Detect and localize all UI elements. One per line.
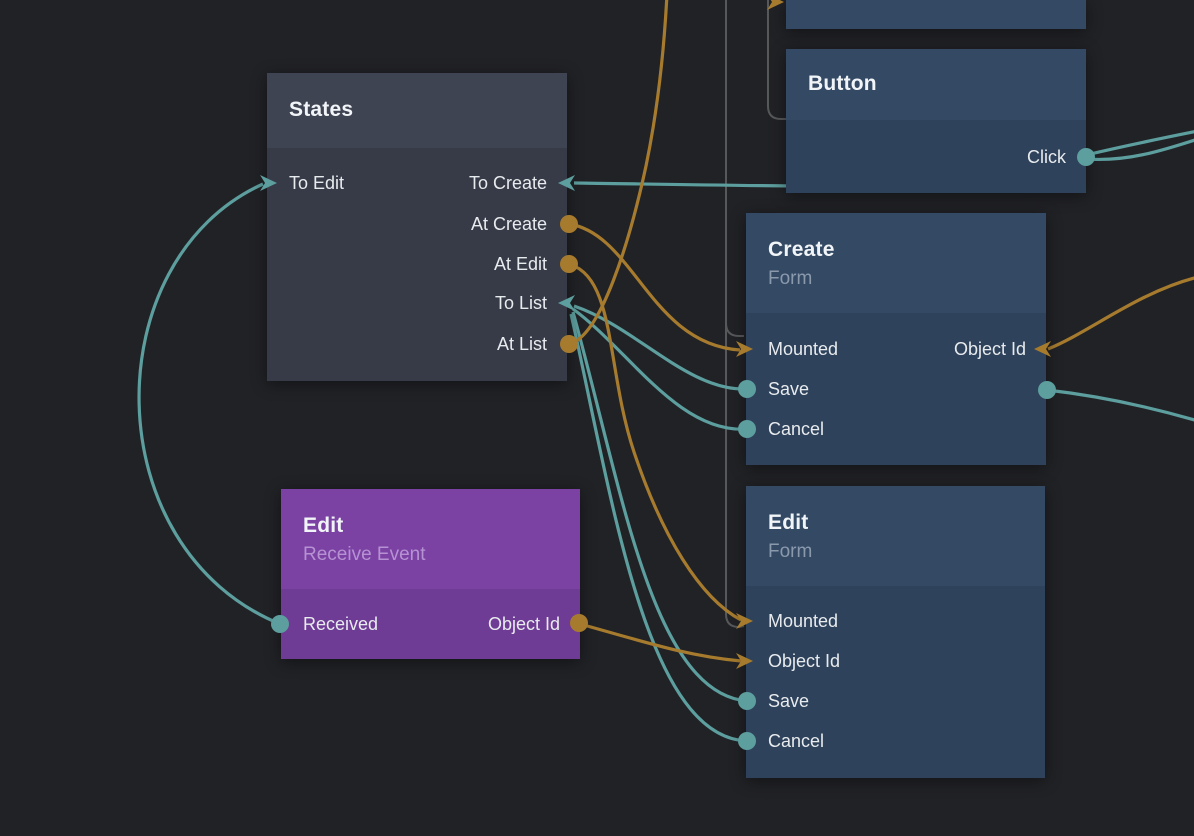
port-label-cancel: Cancel [768, 419, 825, 439]
node-header[interactable] [281, 489, 580, 589]
port-create-cancel[interactable] [738, 420, 756, 438]
port-label-mounted: Mounted [768, 339, 839, 359]
node-title: States [289, 98, 354, 121]
node-subtitle: Form [768, 541, 813, 562]
wire-create-output-to-offscreen-right[interactable] [1046, 388, 1194, 422]
node-header[interactable] [267, 73, 567, 148]
port-editform-save[interactable] [738, 692, 756, 710]
port-editform-mounted[interactable] [736, 613, 753, 629]
node-body [267, 148, 567, 381]
wire-offscreen-right-to-create-objectid[interactable] [1047, 276, 1194, 351]
port-label-mounted: Mounted [768, 611, 839, 631]
port-states-at-list[interactable] [560, 335, 578, 353]
port-label-received: Received [303, 614, 379, 634]
port-states-to-edit[interactable] [260, 175, 277, 191]
node-subtitle: Form [768, 268, 813, 289]
node-body [746, 586, 1045, 778]
node-title: Edit [768, 511, 809, 534]
port-states-to-create[interactable] [558, 175, 575, 191]
wire-offscreen-top-to-button[interactable] [767, 0, 788, 120]
port-label-cancel: Cancel [768, 731, 825, 751]
node-top-partial-node[interactable] [786, 0, 1086, 29]
wire-edit-cancel-to-states-to-list[interactable] [569, 313, 748, 743]
port-label-object-id: Object Id [768, 651, 841, 671]
port-label-to-create: To Create [468, 173, 547, 193]
port-create-mounted[interactable] [736, 341, 753, 357]
node-subtitle: Receive Event [303, 544, 426, 565]
wire-offscreen-top-to-create-form-mounted[interactable] [725, 0, 744, 337]
wire-at-create-to-create-mounted[interactable] [568, 222, 741, 352]
wire-create-cancel-to-states-to-list[interactable] [572, 307, 747, 431]
wire-click-to-offscreen-right-b[interactable] [1085, 138, 1194, 162]
port-editre-object-id[interactable] [570, 614, 588, 632]
node-body [746, 313, 1046, 465]
node-title: Edit [303, 514, 344, 537]
wire-at-edit-to-edit-mounted[interactable] [568, 262, 742, 622]
wire-at-list-to-offscreen-top[interactable] [568, 0, 669, 346]
node-header[interactable] [786, 49, 1086, 120]
port-label-object-id: Object Id [953, 339, 1026, 359]
port-create-save[interactable] [738, 380, 756, 398]
wire-click-to-offscreen-right-a[interactable] [1085, 130, 1194, 157]
node-body [281, 589, 580, 659]
node-title: Button [808, 72, 877, 95]
port-label-at-list: At List [496, 334, 547, 354]
node-title: Create [768, 238, 835, 261]
port-top-node-input[interactable] [767, 0, 784, 10]
port-label-to-edit: To Edit [289, 173, 345, 193]
wire-edit-save-to-states-to-list[interactable] [571, 311, 748, 703]
port-label-at-edit: At Edit [493, 254, 547, 274]
node-header[interactable] [746, 486, 1045, 586]
wire-received-to-states-to-edit[interactable] [137, 182, 281, 626]
node-body [786, 120, 1086, 193]
port-label-to-list: To List [494, 293, 547, 313]
port-create-output[interactable] [1038, 381, 1056, 399]
port-states-at-edit[interactable] [560, 255, 578, 273]
port-label-click: Click [1027, 147, 1066, 167]
node-header[interactable] [746, 213, 1046, 313]
port-label-save: Save [768, 379, 810, 399]
port-editform-cancel[interactable] [738, 732, 756, 750]
port-create-object-id[interactable] [1034, 341, 1051, 357]
port-states-at-create[interactable] [560, 215, 578, 233]
wire-editre-objectid-to-editform-objectid[interactable] [579, 622, 742, 663]
port-label-object-id: Object Id [487, 614, 560, 634]
port-editre-received[interactable] [271, 615, 289, 633]
port-editform-object-id[interactable] [736, 653, 753, 669]
wire-offscreen-top-to-edit-form-mounted[interactable] [725, 0, 745, 629]
node-header[interactable] [786, 0, 1086, 29]
port-label-at-create: At Create [470, 214, 547, 234]
port-states-to-list[interactable] [558, 295, 575, 311]
port-button-click[interactable] [1077, 148, 1095, 166]
port-label-save: Save [768, 691, 810, 711]
